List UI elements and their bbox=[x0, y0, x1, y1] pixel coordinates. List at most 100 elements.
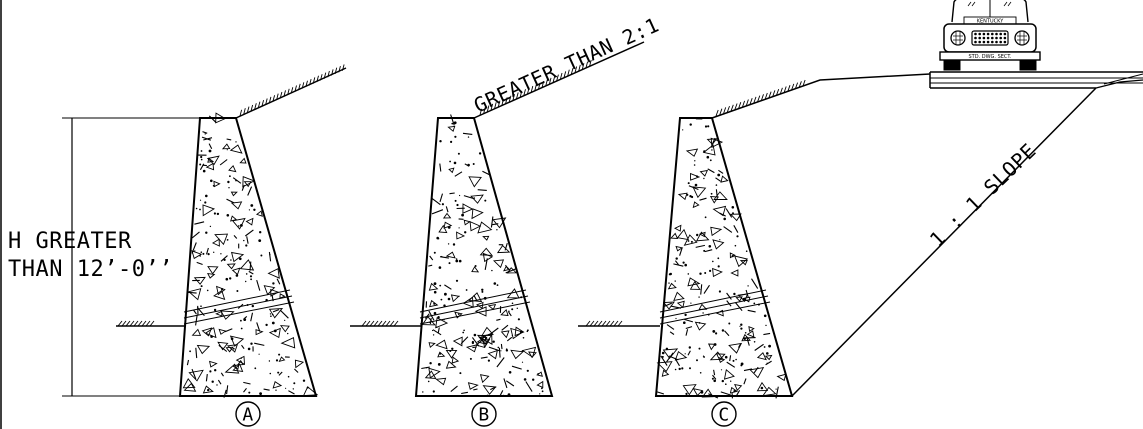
earth-hatch-mark bbox=[749, 98, 753, 105]
aggregate-mark bbox=[743, 378, 747, 385]
aggregate-mark bbox=[230, 191, 238, 197]
aggregate-mark bbox=[687, 240, 690, 242]
aggregate-mark bbox=[464, 163, 470, 167]
aggregate-mark bbox=[484, 199, 487, 202]
wall-b-construction-joint bbox=[419, 289, 531, 325]
earth-hatch-mark bbox=[257, 101, 261, 109]
aggregate-mark bbox=[735, 390, 741, 398]
grille-dot bbox=[999, 32, 1002, 36]
aggregate-mark bbox=[681, 367, 684, 370]
aggregate-mark bbox=[240, 357, 242, 359]
earth-hatch-mark bbox=[768, 91, 772, 98]
aggregate-mark bbox=[455, 279, 459, 282]
aggregate-mark bbox=[478, 336, 488, 343]
aggregate-mark bbox=[433, 302, 436, 305]
aggregate-mark bbox=[746, 330, 755, 338]
aggregate-mark bbox=[459, 372, 462, 375]
aggregate-mark bbox=[200, 305, 202, 308]
aggregate-mark bbox=[450, 294, 460, 303]
aggregate-mark bbox=[208, 149, 212, 153]
earth-hatch-mark bbox=[719, 108, 723, 115]
aggregate-mark bbox=[497, 346, 500, 349]
wall-c-front-ground bbox=[578, 320, 660, 327]
aggregate-mark bbox=[473, 333, 477, 337]
aggregate-mark bbox=[223, 389, 227, 398]
aggregate-mark bbox=[271, 313, 274, 316]
wall-a-body bbox=[178, 117, 318, 397]
aggregate-mark bbox=[195, 314, 198, 326]
aggregate-mark bbox=[709, 195, 720, 204]
aggregate-mark bbox=[196, 344, 211, 355]
aggregate-mark bbox=[428, 264, 433, 267]
aggregate-mark bbox=[216, 212, 220, 216]
grille-dot bbox=[999, 40, 1002, 44]
aggregate-mark bbox=[707, 343, 716, 351]
aggregate-mark bbox=[435, 339, 448, 350]
aggregate-mark bbox=[276, 278, 281, 285]
aggregate-mark bbox=[698, 231, 706, 238]
aggregate-mark bbox=[182, 377, 196, 389]
earth-hatch-mark bbox=[272, 95, 276, 102]
aggregate-mark bbox=[723, 226, 733, 233]
aggregate-mark bbox=[429, 255, 434, 261]
aggregate-mark bbox=[200, 155, 203, 159]
aggregate-mark bbox=[209, 225, 212, 228]
aggregate-mark bbox=[661, 351, 665, 355]
aggregate-mark bbox=[199, 163, 202, 166]
earth-hatch-mark bbox=[527, 87, 530, 94]
aggregate-mark bbox=[730, 380, 732, 382]
aggregate-mark bbox=[725, 208, 733, 218]
aggregate-mark bbox=[226, 149, 228, 151]
aggregate-mark bbox=[201, 327, 213, 337]
aggregate-mark bbox=[715, 353, 726, 361]
grille-dot bbox=[982, 40, 986, 44]
aggregate-mark bbox=[506, 336, 513, 342]
aggregate-mark bbox=[269, 372, 272, 375]
aggregate-mark bbox=[465, 344, 478, 353]
aggregate-mark bbox=[715, 189, 718, 198]
aggregate-mark bbox=[701, 388, 714, 398]
aggregate-mark bbox=[713, 379, 716, 383]
aggregate-mark bbox=[745, 250, 748, 252]
aggregate-mark bbox=[499, 390, 504, 398]
aggregate-mark bbox=[243, 381, 251, 385]
aggregate-mark bbox=[448, 167, 455, 174]
aggregate-mark bbox=[482, 170, 490, 176]
aggregate-mark bbox=[205, 194, 208, 198]
aggregate-mark bbox=[734, 302, 743, 312]
aggregate-mark bbox=[439, 256, 449, 259]
aggregate-mark bbox=[699, 169, 709, 177]
aggregate-mark bbox=[468, 176, 482, 188]
aggregate-mark bbox=[464, 231, 467, 234]
aggregate-mark bbox=[673, 291, 685, 301]
aggregate-mark bbox=[445, 206, 449, 213]
aggregate-mark bbox=[428, 342, 436, 349]
aggregate-mark bbox=[536, 371, 543, 377]
aggregate-mark bbox=[211, 238, 220, 247]
height-label-line2: THAN 12’-0’’ bbox=[8, 257, 173, 282]
earth-hatch-mark bbox=[312, 77, 316, 84]
aggregate-mark bbox=[736, 235, 739, 238]
aggregate-mark bbox=[679, 247, 683, 256]
aggregate-mark bbox=[210, 335, 213, 338]
aggregate-mark bbox=[687, 273, 690, 275]
aggregate-mark bbox=[247, 347, 251, 351]
aggregate-mark bbox=[230, 201, 243, 210]
earth-hatch-mark bbox=[556, 74, 559, 81]
aggregate-mark bbox=[775, 388, 777, 390]
aggregate-mark bbox=[249, 261, 252, 271]
aggregate-mark bbox=[232, 363, 244, 373]
aggregate-mark bbox=[684, 353, 686, 355]
aggregate-mark bbox=[231, 267, 241, 276]
aggregate-mark bbox=[702, 355, 705, 357]
aggregate-mark bbox=[259, 392, 262, 395]
aggregate-mark bbox=[678, 367, 681, 371]
aggregate-mark bbox=[726, 292, 732, 300]
aggregate-mark bbox=[717, 265, 720, 268]
grille-dot bbox=[991, 36, 994, 40]
earth-hatch-mark bbox=[497, 100, 501, 108]
aggregate-mark bbox=[735, 358, 737, 361]
aggregate-mark bbox=[766, 362, 768, 364]
aggregate-mark bbox=[205, 374, 208, 382]
earth-hatch-mark bbox=[563, 71, 567, 78]
